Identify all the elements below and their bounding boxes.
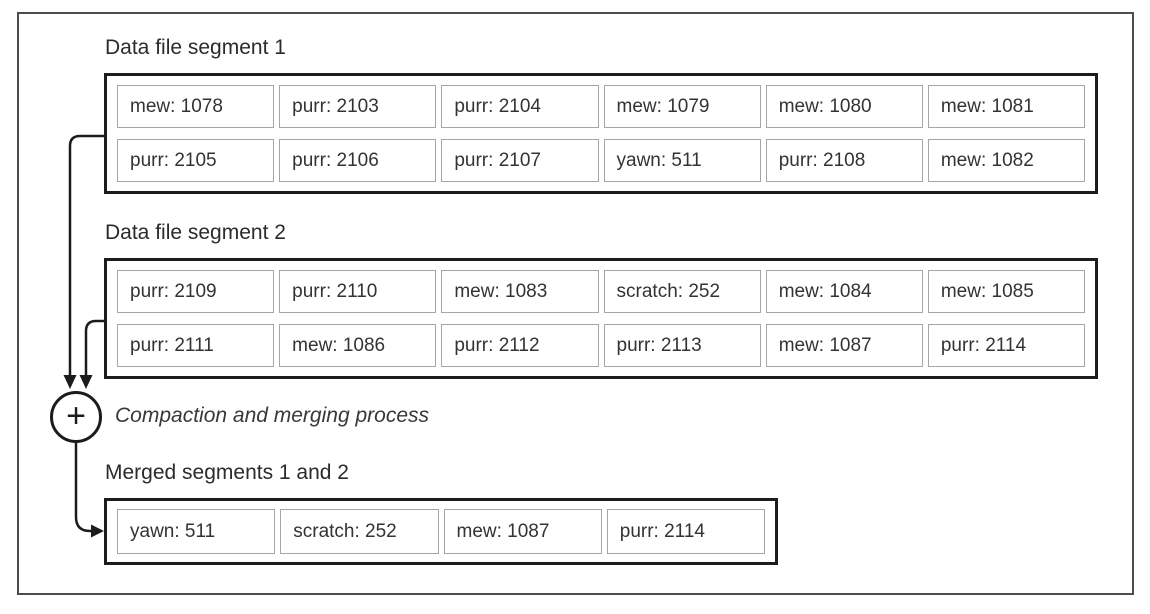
record-cell: mew: 1087 <box>765 324 923 367</box>
record-cell: purr: 2107 <box>441 139 599 182</box>
record-cell: mew: 1085 <box>927 270 1086 313</box>
record-cell: scratch: 252 <box>603 270 761 313</box>
record-cell: yawn: 511 <box>117 509 276 554</box>
record-cell: purr: 2113 <box>603 324 761 367</box>
record-cell: mew: 1080 <box>765 85 923 128</box>
record-cell: purr: 2105 <box>117 139 275 182</box>
record-cell: purr: 2106 <box>279 139 437 182</box>
record-cell: purr: 2114 <box>927 324 1086 367</box>
record-cell: mew: 1079 <box>603 85 761 128</box>
record-cell: purr: 2109 <box>117 270 275 313</box>
record-cell: mew: 1081 <box>927 85 1086 128</box>
record-cell: purr: 2111 <box>117 324 275 367</box>
segment-1-title: Data file segment 1 <box>105 36 286 59</box>
merged-row: yawn: 511 scratch: 252 mew: 1087 purr: 2… <box>117 509 765 554</box>
process-label: Compaction and merging process <box>115 404 429 427</box>
record-cell: purr: 2104 <box>441 85 599 128</box>
record-cell: mew: 1078 <box>117 85 275 128</box>
record-cell: purr: 2110 <box>279 270 437 313</box>
segment-1-row-2: purr: 2105 purr: 2106 purr: 2107 yawn: 5… <box>117 139 1086 182</box>
segment-2-row-1: purr: 2109 purr: 2110 mew: 1083 scratch:… <box>117 270 1086 313</box>
record-cell: scratch: 252 <box>280 509 439 554</box>
record-cell: mew: 1087 <box>443 509 602 554</box>
record-cell: mew: 1082 <box>927 139 1086 182</box>
record-cell: mew: 1084 <box>765 270 923 313</box>
merged-title: Merged segments 1 and 2 <box>105 461 349 484</box>
record-cell: yawn: 511 <box>603 139 761 182</box>
record-cell: purr: 2108 <box>765 139 923 182</box>
record-cell: purr: 2112 <box>441 324 599 367</box>
segment-2-box: purr: 2109 purr: 2110 mew: 1083 scratch:… <box>104 258 1098 379</box>
record-cell: purr: 2114 <box>606 509 765 554</box>
plus-icon: + <box>66 396 86 435</box>
record-cell: mew: 1083 <box>441 270 599 313</box>
merge-operator-circle: + <box>50 391 102 443</box>
record-cell: mew: 1086 <box>279 324 437 367</box>
record-cell: purr: 2103 <box>279 85 437 128</box>
segment-1-row-1: mew: 1078 purr: 2103 purr: 2104 mew: 107… <box>117 85 1086 128</box>
segment-1-box: mew: 1078 purr: 2103 purr: 2104 mew: 107… <box>104 73 1098 194</box>
segment-2-row-2: purr: 2111 mew: 1086 purr: 2112 purr: 21… <box>117 324 1086 367</box>
merged-box: yawn: 511 scratch: 252 mew: 1087 purr: 2… <box>104 498 778 565</box>
segment-2-title: Data file segment 2 <box>105 221 286 244</box>
